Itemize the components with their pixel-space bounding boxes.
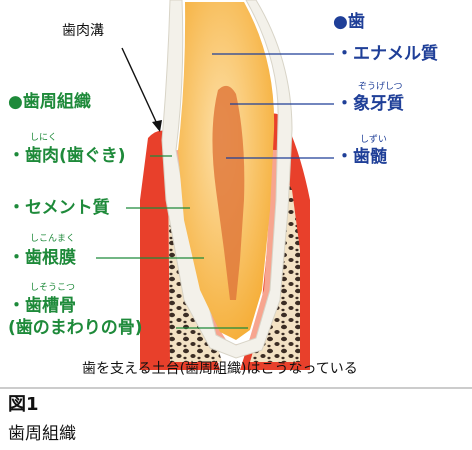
gingiva-label: ・歯肉(歯ぐき) [8,146,126,166]
gingival-sulcus-label: 歯肉溝 [62,23,104,39]
alveolar-bone-note: (歯のまわりの骨) [8,318,143,338]
gingiva-ruby: しにく [30,133,57,143]
cementum-label: ・セメント質 [8,198,110,218]
figure-number: 図1 [8,394,39,415]
pulp-label: ・歯髄 [336,147,387,167]
enamel-layer [161,0,293,359]
tooth-group-heading: ●歯 [333,12,365,32]
dentin-ruby: ぞうげしつ [358,82,403,92]
pulp-ruby: しずい [360,135,387,145]
periodontium-heading: ●歯周組織 [8,92,91,112]
figure-title: 歯周組織 [8,424,76,444]
alveolar-bone-ruby: しそうこつ [30,283,76,293]
groove-pointer-line [121,47,159,127]
ligament-label: ・歯根膜 [8,248,76,268]
groove-pointer-arrowhead [152,120,162,132]
enamel-label: ・エナメル質 [336,44,438,64]
ligament-ruby: しこんまく [30,234,76,244]
pulp-layer [212,85,245,300]
alveolar-bone-label: ・歯槽骨 [8,296,76,316]
diagram-caption: 歯を支える土台(歯周組織)はこうなっている [82,361,358,377]
dentin-label: ・象牙質 [336,94,404,114]
